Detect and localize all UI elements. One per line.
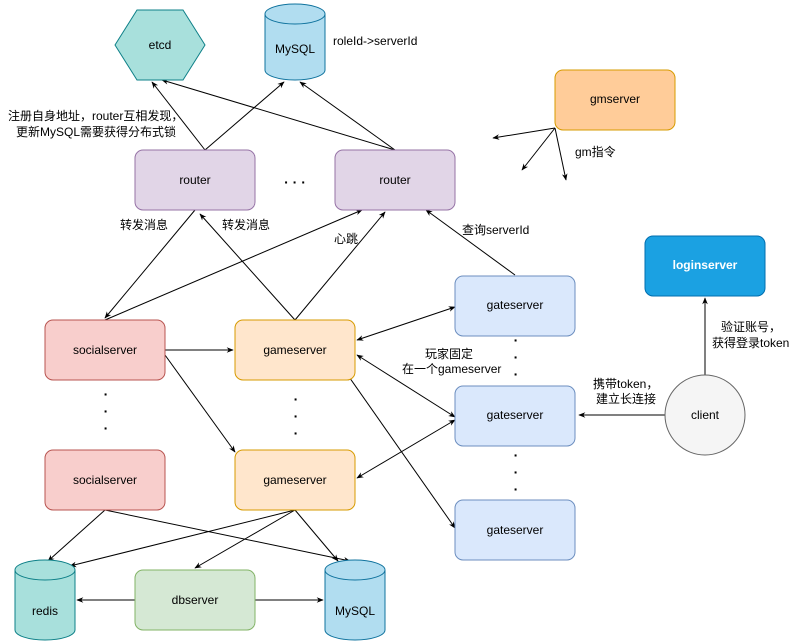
socialserver-top-label: socialserver [73, 343, 137, 357]
gameserver-bottom-node: gameserver [234, 449, 356, 511]
dbserver-label: dbserver [172, 593, 219, 607]
edge-router-left-to-social [104, 209, 196, 319]
gmserver-node: gmserver [554, 69, 676, 131]
router-right-label: router [379, 173, 410, 187]
etcd-node: etcd [114, 9, 206, 81]
edge-game-to-router-left [199, 213, 296, 321]
register-label-line2: 更新MySQL需要获得分布式锁 [16, 124, 176, 139]
mysql-top-label: MySQL [275, 42, 315, 56]
edge-game-bottom-gate-mid [356, 419, 456, 479]
gmserver-label: gmserver [590, 92, 640, 106]
social-ellipsis-3: · [104, 420, 109, 436]
edge-gate-to-router-right [425, 209, 516, 276]
edge-router-left-to-etcd [151, 81, 206, 151]
forward-right-label: 转发消息 [222, 217, 270, 232]
roleid-map-label: roleId->serverId [333, 34, 417, 48]
gameserver-bottom-label: gameserver [263, 473, 326, 487]
social-ellipsis-2: · [104, 403, 109, 419]
edge-social-to-game-bottom [164, 354, 236, 453]
edge-game-top-gate-top [356, 306, 456, 341]
edge-gm-cmd-1 [492, 127, 556, 140]
mysql-top-node: MySQL [264, 3, 326, 81]
socialserver-top-node: socialserver [44, 319, 166, 381]
register-label-line1: 注册自身地址，router互相发现， [8, 108, 183, 123]
gameserver-top-node: gameserver [234, 319, 356, 381]
router-ellipsis: · · · [284, 174, 306, 190]
loginserver-node: loginserver [644, 235, 766, 297]
edge-social-to-mysql [104, 509, 351, 563]
social-ellipsis-1: · [104, 386, 109, 402]
edge-game-to-dbserver [194, 509, 296, 569]
gate-ellipsis-5: · [514, 464, 519, 480]
query-serverid-label: 查询serverId [462, 223, 529, 237]
etcd-label: etcd [149, 38, 172, 52]
redis-label: redis [32, 604, 58, 618]
router-left-node: router [134, 149, 256, 211]
edge-social-to-redis [47, 509, 106, 562]
gateserver-mid-node: gateserver [454, 385, 576, 447]
gate-ellipsis-6: · [514, 481, 519, 497]
mysql-bottom-node: MySQL [324, 559, 386, 641]
edge-game-to-mysql [294, 509, 339, 562]
token-label-line1: 携带token， [593, 376, 658, 391]
gate-ellipsis-4: · [514, 447, 519, 463]
gateserver-top-label: gateserver [487, 298, 544, 312]
player-fixed-label-line1: 玩家固定 [425, 346, 473, 361]
gateserver-bottom-label: gateserver [487, 523, 544, 537]
edge-router-left-to-mysql [204, 81, 285, 151]
edge-game-top-gate-bottom [346, 373, 456, 529]
gameserver-top-label: gameserver [263, 343, 326, 357]
client-node: client [664, 374, 746, 456]
verify-label-line2: 获得登录token [712, 335, 789, 350]
edge-gm-cmd-3 [554, 127, 568, 181]
gate-ellipsis-2: · [514, 349, 519, 365]
edge-game-to-router-right [294, 211, 386, 321]
gateserver-bottom-node: gateserver [454, 499, 576, 561]
gateserver-mid-label: gateserver [487, 408, 544, 422]
game-ellipsis-2: · [294, 408, 299, 424]
player-fixed-label-line2: 在一个gameserver [402, 362, 501, 376]
edge-router-right-to-etcd [161, 79, 396, 151]
game-ellipsis-3: · [294, 425, 299, 441]
dbserver-node: dbserver [134, 569, 256, 631]
edge-game-to-redis [69, 509, 296, 568]
forward-left-label: 转发消息 [120, 217, 168, 232]
edge-router-right-to-mysql [299, 81, 396, 151]
socialserver-bottom-label: socialserver [73, 473, 137, 487]
edge-gm-cmd-2 [521, 127, 556, 171]
heartbeat-label: 心跳 [334, 232, 358, 246]
game-ellipsis-1: · [294, 391, 299, 407]
gm-cmd-label: gm指令 [575, 144, 616, 159]
verify-label-line1: 验证账号， [721, 319, 781, 334]
client-label: client [691, 408, 720, 422]
gateserver-top-node: gateserver [454, 275, 576, 337]
edges [47, 79, 708, 603]
edge-social-to-router-right [104, 209, 363, 321]
gate-ellipsis-3: · [514, 366, 519, 382]
mysql-bottom-label: MySQL [335, 604, 375, 618]
socialserver-bottom-node: socialserver [44, 449, 166, 511]
router-left-label: router [179, 173, 210, 187]
redis-node: redis [14, 559, 76, 641]
gate-ellipsis-1: · [514, 332, 519, 348]
router-right-node: router [334, 149, 456, 211]
loginserver-label: loginserver [673, 258, 738, 272]
token-label-line2: 建立长连接 [596, 391, 656, 406]
